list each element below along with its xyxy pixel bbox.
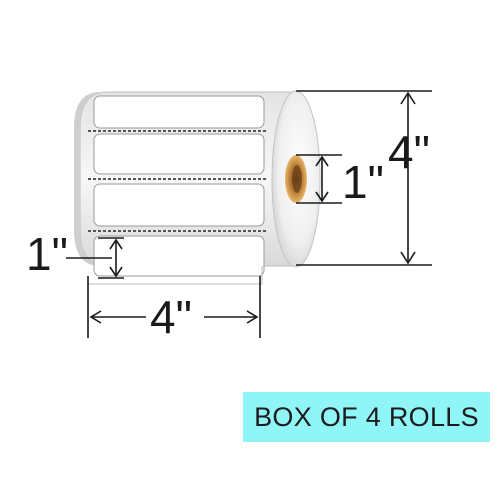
roll-labels (87, 95, 268, 285)
label-height-dimension (66, 237, 124, 279)
label-width-dimension (87, 276, 261, 338)
label-height-label: 1" (26, 228, 68, 280)
core-diameter-dimension (296, 154, 342, 204)
core-diameter-label: 1" (342, 156, 384, 208)
roll-diameter-label: 4" (388, 126, 430, 178)
label-width-label: 4" (150, 291, 192, 343)
roll-diameter-dimension (296, 90, 432, 266)
label-4 (93, 235, 265, 277)
label-3 (93, 183, 265, 227)
label-2 (93, 133, 265, 175)
label-1 (93, 95, 265, 129)
roll-end-face (271, 90, 321, 268)
package-quantity-badge: BOX OF 4 ROLLS (243, 392, 490, 442)
